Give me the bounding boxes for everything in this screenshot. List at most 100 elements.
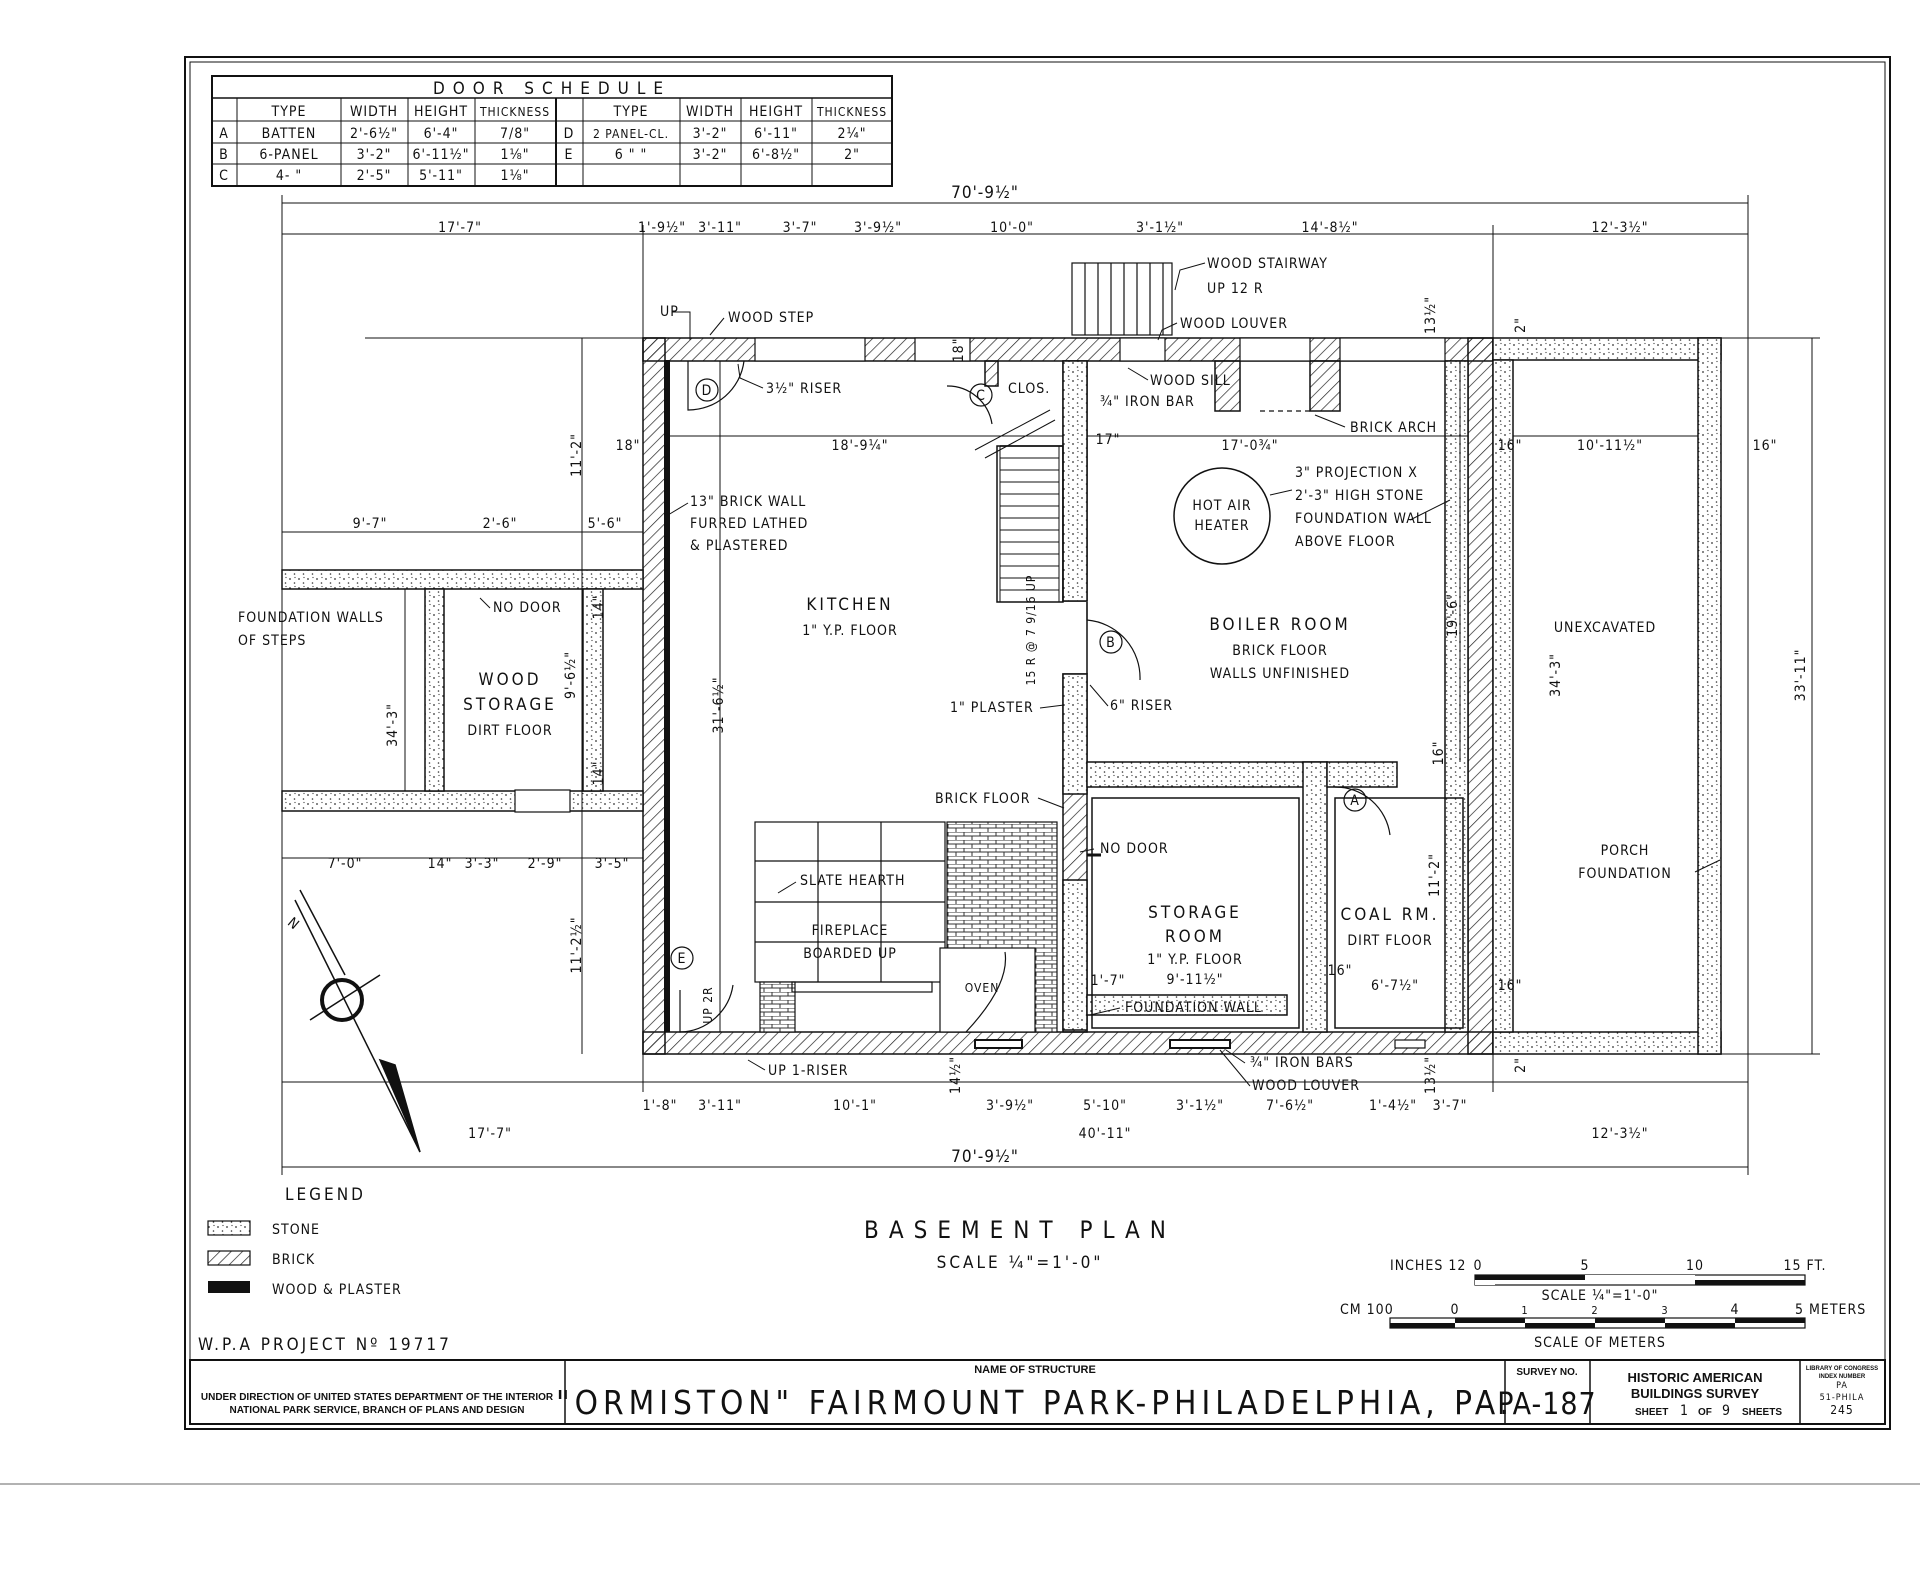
dim-bottom-5: 3'-1½" [1176, 1098, 1224, 1114]
dim-2-6: 2'-6" [483, 516, 518, 532]
fireplace [754, 821, 1058, 1033]
plan-title: BASEMENT PLAN [864, 1216, 1176, 1244]
tb-direction-1: UNDER DIRECTION OF UNITED STATES DEPARTM… [201, 1392, 554, 1403]
dim-6-7-5: 6'-7½" [1371, 978, 1419, 994]
scale-ft-label: INCHES 12 [1390, 1258, 1466, 1274]
note-projection-4: ABOVE FLOOR [1295, 534, 1396, 550]
exterior-stairway [1071, 262, 1173, 336]
tb-sheet-num: 1 [1680, 1403, 1689, 1419]
ds-r0-id: A [219, 126, 229, 142]
dimension-lines [281, 195, 1820, 1175]
tb-habs-1: HISTORIC AMERICAN [1627, 1370, 1762, 1385]
plan-text: 70'-9½" 17'-7" 1'-9½" 3'-11" 3'-7" 3'-9½… [238, 183, 1809, 1167]
tb-loc-2: INDEX NUMBER [1819, 1374, 1866, 1380]
room-boiler-walls: WALLS UNFINISHED [1210, 666, 1350, 682]
ds-r1-thick2: 2" [844, 147, 860, 163]
tb-sheet-total: 9 [1722, 1403, 1731, 1419]
ds-h-type: TYPE [271, 104, 307, 120]
room-unexcavated: UNEXCAVATED [1554, 620, 1656, 636]
note-riser-6: 6" RISER [1110, 698, 1173, 714]
room-coal-floor: DIRT FLOOR [1347, 933, 1432, 949]
kitchen-stair [974, 409, 1060, 603]
tb-sheet-sheets: SHEETS [1742, 1407, 1782, 1418]
note-wood-sill: WOOD SILL [1150, 373, 1231, 389]
note-brick-wall-1: 13" BRICK WALL [690, 494, 806, 510]
ds-r1-id2: E [565, 147, 574, 163]
door-schedule-title: DOOR SCHEDULE [433, 79, 671, 99]
dim-top-6: 10'-0" [990, 220, 1034, 236]
note-up-2r: UP 2R [701, 986, 715, 1023]
north-arrow-label: N [284, 915, 302, 934]
room-storage-floor: 1" Y.P. FLOOR [1147, 952, 1242, 968]
ds-h-width2: WIDTH [686, 104, 734, 120]
ds-h-height2: HEIGHT [749, 104, 803, 120]
door-tag-a: A [1350, 793, 1360, 809]
dim-16-a: 16" [1498, 438, 1523, 454]
scale-m-tick-3: 3 [1661, 1304, 1668, 1317]
scale-m-subtitle: SCALE OF METERS [1534, 1335, 1666, 1351]
ds-r2-height: 5'-11" [419, 168, 463, 184]
scale-bar-feet [1474, 1274, 1806, 1286]
ds-r2-id: C [219, 168, 229, 184]
room-oven: OVEN [965, 981, 1000, 995]
ds-h-width: WIDTH [350, 104, 398, 120]
dim-top-8: 14'-8½" [1301, 220, 1358, 236]
tb-direction-2: NATIONAL PARK SERVICE, BRANCH OF PLANS A… [229, 1405, 524, 1416]
hot-air-heater-circle [1173, 467, 1271, 565]
dim-18-left: 18" [616, 438, 641, 454]
scale-m-tick-0: 0 [1450, 1302, 1459, 1318]
dim-9-6-5: 9'-6½" [563, 651, 579, 699]
note-riser-35: 3½" RISER [766, 381, 842, 397]
room-storage-2: ROOM [1165, 927, 1225, 947]
ds-r0-width: 2'-6½" [350, 126, 398, 142]
scale-m-tick-1: 1 [1521, 1304, 1528, 1317]
ds-r1-id: B [219, 147, 229, 163]
note-no-door-1: NO DOOR [493, 600, 562, 616]
door-tags [670, 378, 1367, 970]
ds-r1-thick: 1⅛" [500, 147, 529, 163]
legend-wood: WOOD & PLASTER [272, 1282, 402, 1298]
dim-top-5: 3'-9½" [854, 220, 902, 236]
dim-bottom-1: 3'-11" [698, 1098, 742, 1114]
ds-r0-height2: 6'-11" [754, 126, 798, 142]
dim-top-overall: 70'-9½" [951, 183, 1019, 203]
room-boiler-floor: BRICK FLOOR [1232, 643, 1328, 659]
dim-bottom-0: 1'-8" [643, 1098, 678, 1114]
dim-34-3-right: 34'-3" [1548, 653, 1564, 697]
note-brick-wall-2: FURRED LATHED [690, 516, 808, 532]
dim-31-6-5: 31'-6½" [711, 676, 727, 733]
dim-34-3-left: 34'-3" [385, 703, 401, 747]
ds-h-thickness2: THICKNESS [816, 105, 887, 119]
dim-17: 17" [1096, 432, 1121, 448]
dim-16-b: 16" [1753, 438, 1778, 454]
room-wood-storage-floor: DIRT FLOOR [467, 723, 552, 739]
note-no-door-2: NO DOOR [1100, 841, 1169, 857]
dim-bottom-6: 7'-6½" [1266, 1098, 1314, 1114]
dim-13-5-bottom: 13½" [1423, 1056, 1439, 1094]
tb-structure-name: "ORMISTON" FAIRMOUNT PARK-PHILADELPHIA, … [556, 1383, 1514, 1422]
room-kitchen-floor: 1" Y.P. FLOOR [802, 623, 897, 639]
scale-m-caption: SCALE ¼"=1'-0" [1542, 1288, 1659, 1304]
dim-13-5-top: 13½" [1423, 296, 1439, 334]
note-wood-louver-top: WOOD LOUVER [1180, 316, 1288, 332]
ds-r0-id2: D [564, 126, 575, 142]
dim-bottom-2: 10'-1" [833, 1098, 877, 1114]
ds-r0-height: 6'-4" [424, 126, 459, 142]
scale-m-tick-2: 2 [1591, 1304, 1598, 1317]
ds-r2-width: 2'-5" [357, 168, 392, 184]
dim-16-right: 16" [1498, 978, 1523, 994]
dim-9-7: 9'-7" [353, 516, 388, 532]
dim-top-3: 3'-11" [698, 220, 742, 236]
dim-bottom-7: 1'-4½" [1369, 1098, 1417, 1114]
note-wood-louver-bottom: WOOD LOUVER [1252, 1078, 1360, 1094]
project-number: W.P.A PROJECT Nº 19717 [198, 1335, 452, 1355]
note-wood-stairway: WOOD STAIRWAY [1207, 256, 1328, 272]
dim-1-7: 1'-7" [1091, 973, 1126, 989]
room-fireplace: FIREPLACE [812, 923, 889, 939]
scale-m-tick-5: 5 METERS [1795, 1302, 1866, 1318]
room-wood-storage-2: STORAGE [463, 695, 557, 715]
note-projection-1: 3" PROJECTION X [1295, 465, 1418, 481]
ds-r0-thick: 7/8" [500, 126, 530, 142]
ds-h-type2: TYPE [613, 104, 649, 120]
note-brick-floor: BRICK FLOOR [935, 791, 1031, 807]
